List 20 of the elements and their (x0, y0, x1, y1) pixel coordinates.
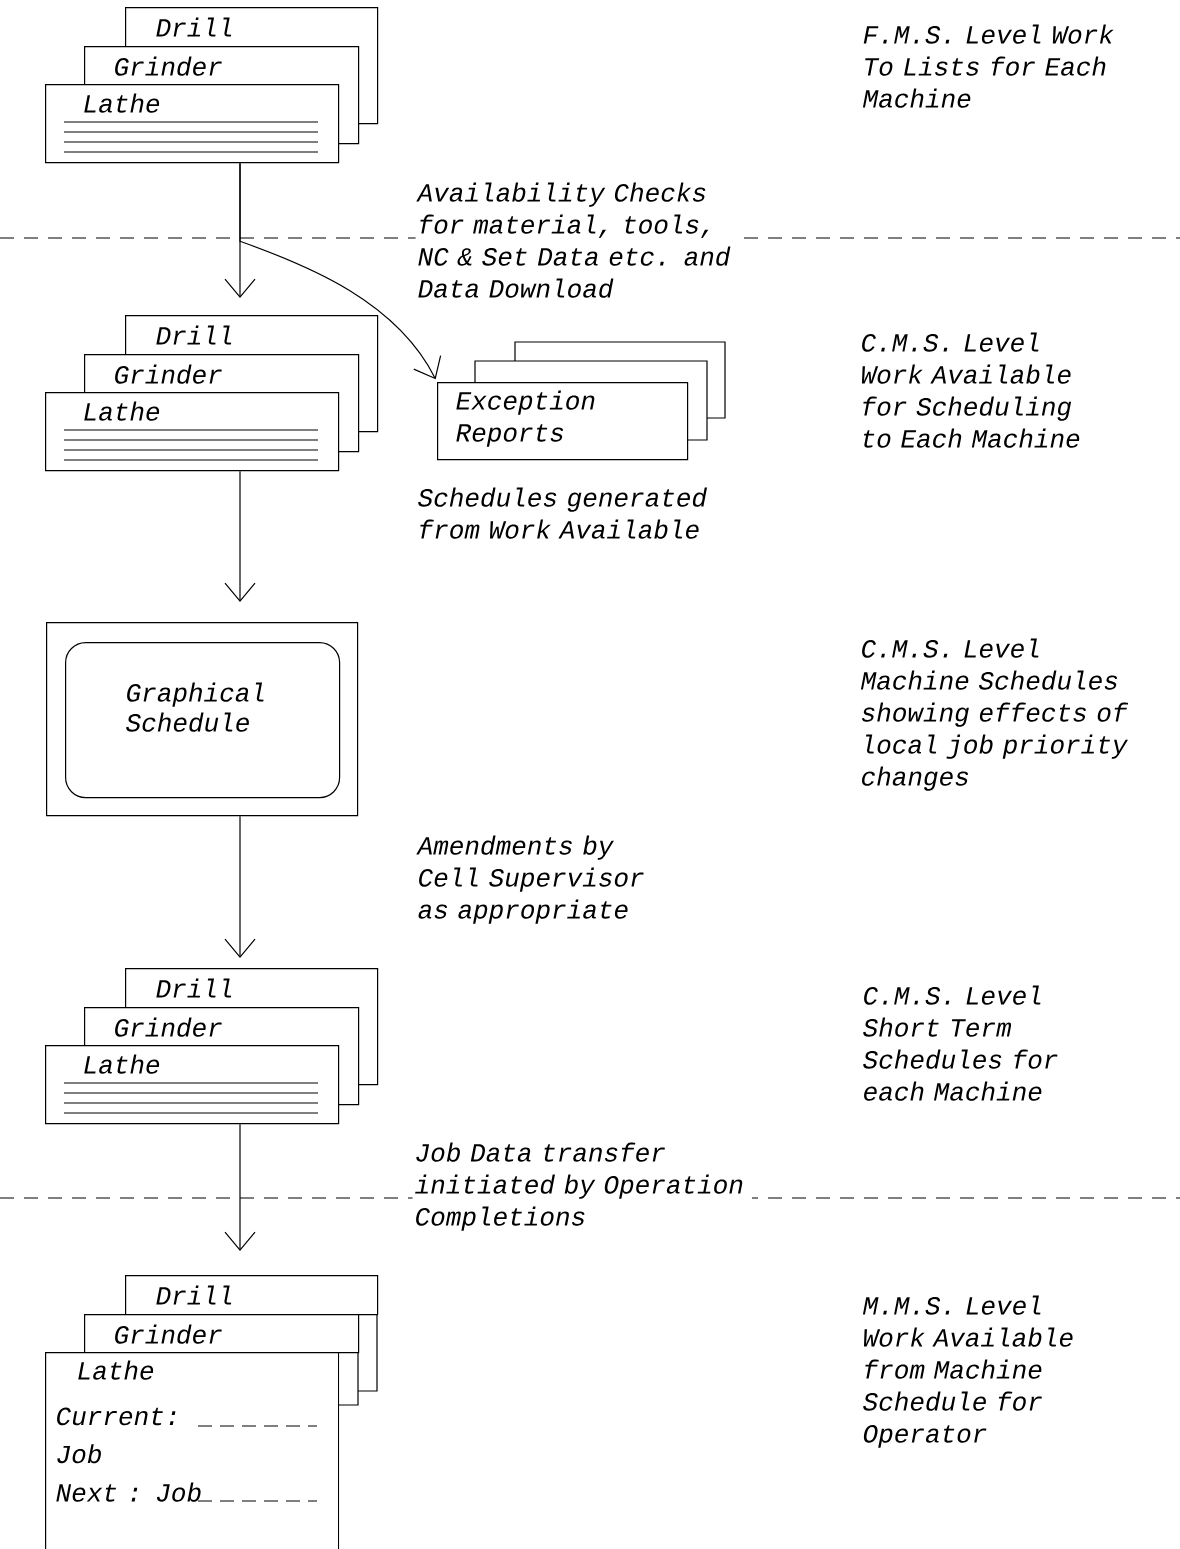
note-text: C.M.S. Level Short Term Schedules for each Machine (860, 983, 1076, 1103)
note-text: Amendments by Cell Supervisor as appropriate (415, 833, 662, 926)
document-card: Lathe (45, 1045, 340, 1125)
arrow (224, 470, 256, 602)
note-text: C.M.S. Level Work Available for Scheduling to Each Machine (858, 330, 1105, 450)
document-card: Lathe (45, 392, 340, 472)
arrow (239, 162, 442, 380)
document-card: Grinder (84, 1314, 360, 1354)
report-stack: Exception Reports (437, 341, 726, 461)
screen-box: Graphical Schedule (65, 642, 341, 799)
document-card: Lathe (45, 84, 340, 164)
arrow (224, 815, 256, 958)
arrow (224, 1123, 256, 1251)
note-text: Schedules generated from Work Available (415, 485, 724, 541)
note-text: C.M.S. Level Machine Schedules showing effects of local job priority changes (858, 636, 1136, 793)
note-text: Availability Checks for material, tools, NC & Set Data etc. and Data Download (415, 180, 740, 300)
note-text: M.M.S. Level Work Available from Machine Schedule for Operator (860, 1293, 1091, 1450)
note-text: Job Data transfer initiated by Operation Completions (412, 1140, 752, 1233)
note-text: F.M.S. Level Work To Lists for Each Machine (860, 22, 1122, 110)
document-card: Drill (125, 1275, 379, 1316)
